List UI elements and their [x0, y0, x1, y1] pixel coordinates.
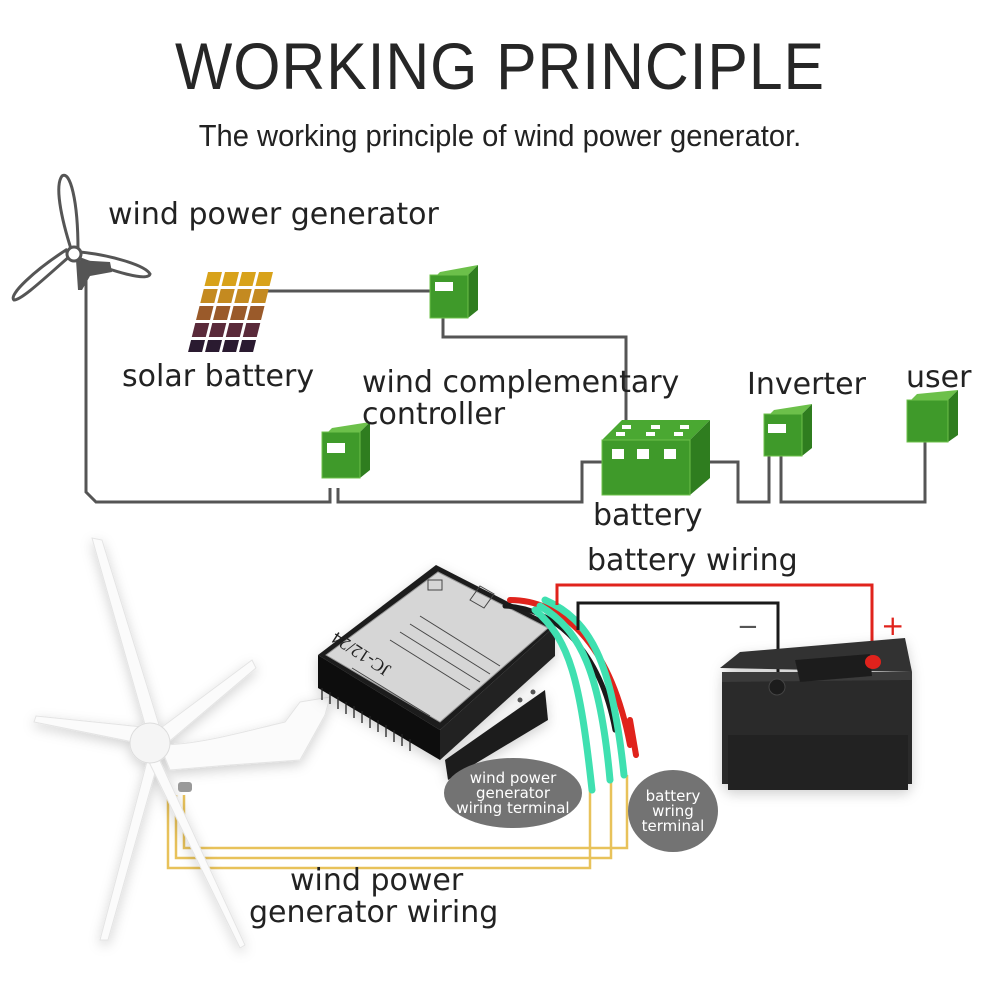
page-subtitle: The working principle of wind power gene…: [198, 118, 802, 153]
battery-negative-line: [576, 601, 780, 680]
car-battery-icon: [720, 638, 912, 790]
bubble-text: wiring terminal: [456, 798, 570, 817]
controller-box-icon-top: [429, 265, 478, 319]
label-battery: battery: [593, 498, 703, 533]
page-title: WORKING PRINCIPLE: [175, 29, 825, 103]
bubble-text: wring: [652, 801, 694, 820]
five-blade-turbine-icon: [33, 537, 331, 949]
label-controller-line1: wind complementary: [362, 365, 680, 400]
controller-wires: [502, 596, 639, 794]
label-generator-wiring-line1: wind power: [290, 863, 464, 898]
label-user: user: [906, 360, 972, 395]
schematic-diagram: [11, 173, 958, 504]
battery-block-icon: [601, 420, 710, 496]
label-generator-wiring-line2: generator wiring: [249, 895, 499, 930]
battery-terminal-bubble: battery wring terminal: [628, 770, 718, 852]
battery-positive-line: [555, 583, 874, 658]
bubble-text: terminal: [641, 816, 705, 835]
label-inverter: Inverter: [747, 367, 866, 402]
controller-box-icon: [321, 422, 370, 479]
bubble-text: wind power: [469, 768, 557, 787]
charge-controller-device: [318, 565, 555, 780]
bubble-text: battery: [645, 786, 701, 805]
user-box-icon: [906, 390, 958, 443]
label-wind-power-generator: wind power generator: [108, 197, 439, 232]
solar-panel-icon: [188, 272, 273, 352]
turbine-mount-icon: [178, 782, 192, 792]
minus-sign: −: [737, 612, 759, 642]
plus-sign: +: [881, 609, 905, 642]
wind-turbine-icon: [11, 173, 152, 302]
label-solar-battery: solar battery: [122, 359, 315, 394]
label-controller-line2: controller: [362, 397, 506, 432]
connection-lines: [84, 260, 927, 504]
inverter-box-icon: [763, 404, 812, 457]
generator-terminal-bubble: wind power generator wiring terminal: [444, 758, 582, 828]
label-battery-wiring: battery wiring: [587, 543, 798, 578]
bubble-text: generator: [475, 783, 551, 802]
